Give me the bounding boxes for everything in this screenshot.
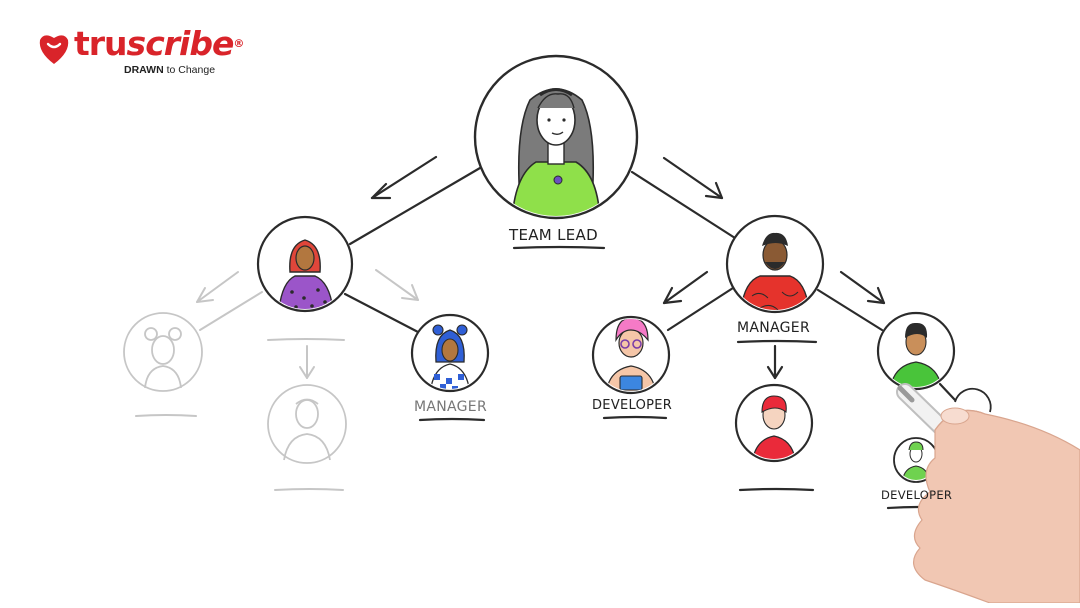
arrow-faded-left: [196, 271, 239, 303]
connector-right-manager-to-developer: [666, 286, 735, 332]
manager-hijab-avatar: [256, 215, 354, 313]
partial-person-avatar: [954, 387, 992, 413]
developer-red-top-avatar: [734, 383, 814, 463]
manager-left-label: MANAGER: [414, 399, 487, 415]
logo-tagline: DRAWN to Change: [124, 64, 216, 76]
arrow-right-manager-right: [839, 270, 886, 305]
faded-person-left-avatar: [123, 312, 203, 392]
manager-red-shirt-avatar: [725, 214, 825, 314]
faded-underline-3: [274, 488, 344, 491]
green-shirt-person-avatar: [876, 311, 956, 391]
manager-blue-hair-avatar: [410, 313, 490, 393]
faded-underline-1: [135, 414, 197, 417]
drawing-hand-illustration: [896, 383, 1080, 604]
arrow-faded-right: [375, 269, 419, 301]
manager-right-label: MANAGER: [737, 320, 810, 336]
faded-underline-2: [267, 338, 345, 341]
arrow-right-manager-down: [766, 344, 784, 380]
team-lead-avatar: [473, 54, 639, 220]
developer-left-underline: [602, 415, 668, 420]
logo-wordmark: truscribe®: [74, 24, 244, 63]
arrow-left-down: [370, 155, 438, 200]
team-lead-label: TEAM LEAD: [509, 226, 598, 244]
developer-pink-hair-avatar: [591, 315, 671, 395]
developer-right-label: DEVELOPER: [881, 488, 953, 502]
manager-right-underline: [736, 339, 818, 344]
connector-right-person-to-small: [938, 382, 957, 402]
manager-left-underline: [418, 417, 486, 422]
dev-red-underline: [738, 487, 815, 492]
connector-right-manager-to-right-person: [816, 288, 884, 332]
connector-left-manager-to-mid-manager: [343, 292, 420, 334]
truscribe-logo-mark-icon: [39, 35, 69, 64]
connector-faded-left: [199, 291, 263, 331]
team-lead-underline: [512, 245, 606, 250]
developer-left-label: DEVELOPER: [592, 398, 673, 413]
faded-person-bottom-avatar: [267, 384, 347, 464]
truscribe-logo: truscribe® DRAWN to Change: [34, 24, 244, 80]
arrow-faded-down: [299, 345, 315, 379]
connector-lead-to-left-manager: [348, 166, 482, 246]
arrow-right-manager-left: [662, 270, 709, 305]
arrow-right-down: [662, 156, 724, 200]
connector-lead-to-right-manager: [630, 170, 737, 240]
